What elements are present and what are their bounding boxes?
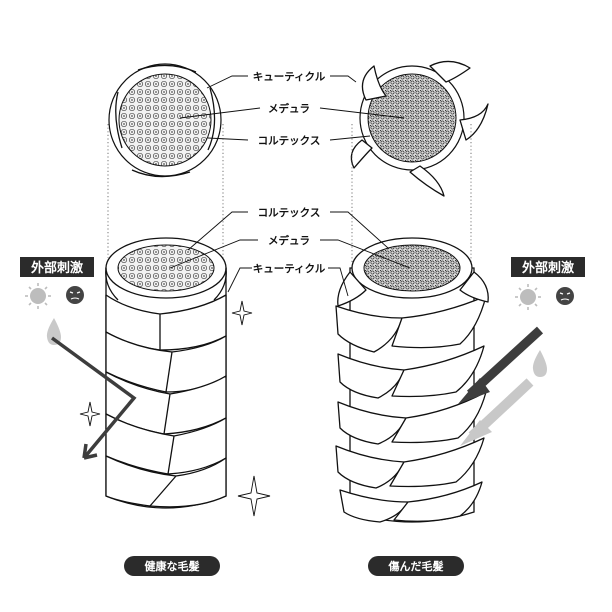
arrow-icon	[50, 336, 137, 460]
label-medulla-shaft: メデュラ	[268, 234, 310, 247]
healthy-hair-group	[105, 63, 227, 509]
label-medulla-top: メデュラ	[268, 102, 310, 115]
healthy-cross-section	[108, 63, 222, 178]
sparkle-icon	[237, 475, 271, 517]
external-stimulus-right: 外部刺激	[458, 257, 585, 446]
sparkle-icon	[231, 300, 253, 326]
label-cuticle-shaft: キューティクル	[253, 263, 326, 275]
damaged-hair-label: 傷んだ毛髪	[388, 559, 444, 573]
label-cortex-top: コルテックス	[258, 135, 321, 147]
arrow-icon	[460, 378, 534, 446]
sparkle-icon	[79, 401, 101, 427]
external-stimulus-tag-right: 外部刺激	[521, 260, 575, 276]
external-stimulus-tag-left: 外部刺激	[30, 260, 84, 276]
angry-face-icon	[66, 286, 84, 304]
damaged-hair-caption: 傷んだ毛髪	[368, 556, 464, 576]
section-labels: キューティクル メデュラ コルテックス コルテックス メデュラ キューティクル	[169, 71, 411, 297]
label-cuticle-top: キューティクル	[253, 71, 326, 83]
sun-icon	[25, 283, 51, 309]
healthy-hair-label: 健康な毛髪	[145, 559, 200, 573]
sun-icon	[515, 284, 541, 310]
damaged-hair-shaft	[335, 237, 489, 523]
healthy-hair-shaft	[105, 237, 227, 509]
healthy-hair-caption: 健康な毛髪	[124, 556, 220, 576]
label-cortex-shaft: コルテックス	[258, 207, 321, 219]
angry-face-icon	[556, 287, 574, 305]
arrow-icon	[458, 326, 544, 404]
damaged-cross-section	[350, 60, 489, 197]
water-drop-icon	[532, 350, 547, 377]
water-drop-icon	[46, 318, 61, 345]
external-stimulus-left: 外部刺激	[20, 257, 137, 460]
damaged-hair-group	[335, 60, 489, 523]
